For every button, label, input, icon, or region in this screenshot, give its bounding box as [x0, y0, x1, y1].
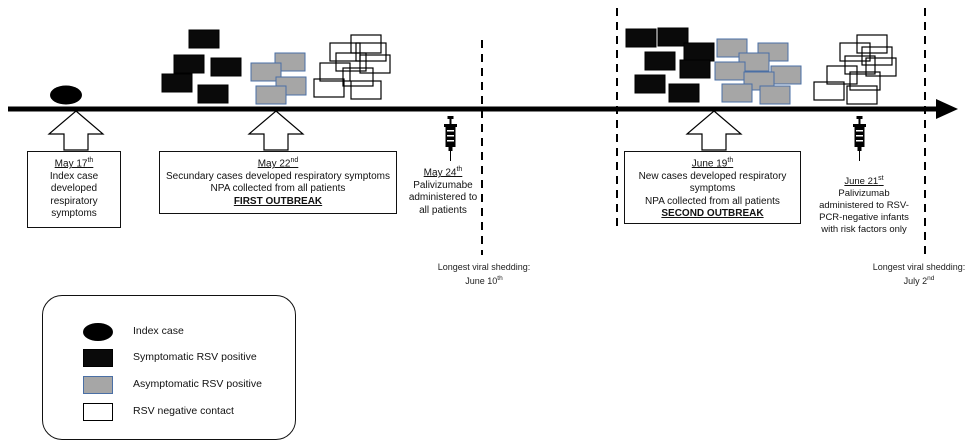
event-line: Secundary cases developed respiratory sy…: [166, 170, 390, 182]
event-line: Index case: [49, 170, 99, 182]
event-line: symptoms: [51, 208, 97, 220]
event-line: symptoms: [689, 183, 736, 195]
asymptomatic-legend-symbol: [83, 376, 113, 394]
first-outbreak-negative-group: [313, 34, 391, 100]
event-text-june21: June 21st Palivizumab administered to RS…: [812, 173, 916, 236]
syringe-icon: [853, 116, 866, 161]
shedding-date: July 2nd: [903, 275, 935, 286]
event-line: developed: [50, 183, 98, 195]
legend-label-negative: RSV negative contact: [133, 405, 234, 417]
event-date: May 22nd: [257, 157, 299, 170]
event-date: May 17th: [54, 157, 94, 170]
first-outbreak-label: FIRST OUTBREAK: [233, 195, 323, 207]
second-outbreak-negative-group: [813, 34, 897, 105]
second-outbreak-symptomatic-group: [625, 27, 715, 103]
shedding-label: Longest viral shedding:: [872, 262, 966, 272]
event-line: with risk factors only: [821, 224, 907, 236]
event-line: administered to: [408, 192, 478, 204]
shedding-caption-june10: Longest viral shedding: June 10th: [428, 262, 540, 287]
first-outbreak-asymptomatic-group: [250, 52, 307, 105]
event-line: all patients: [419, 204, 467, 216]
event-line: NPA collected from all patients: [210, 183, 346, 195]
up-arrow-may22: [247, 110, 305, 151]
event-line: NPA collected from all patients: [645, 195, 780, 207]
event-text-may24: May 24th Palivizumabe administered to al…: [404, 164, 482, 217]
legend-label-symptomatic: Symptomatic RSV positive: [133, 351, 257, 363]
syringe-icon: [444, 116, 457, 161]
shedding-date: June 10th: [465, 275, 503, 286]
shedding-label: Longest viral shedding:: [437, 262, 531, 272]
index-case-ellipse: [50, 85, 82, 105]
event-box-may22: [159, 151, 397, 214]
event-line: New cases developed respiratory: [638, 170, 787, 182]
second-outbreak-asymptomatic-group: [714, 38, 802, 105]
event-date: June 21st: [844, 175, 884, 188]
event-line: PCR-negative infants: [819, 212, 909, 224]
event-line: Palivizumabe: [413, 179, 473, 191]
event-line: administered to RSV-: [819, 200, 909, 212]
up-arrow-june19: [685, 110, 743, 151]
shedding-caption-july2: Longest viral shedding: July 2nd: [866, 262, 972, 287]
event-line: Palivizumab: [838, 188, 890, 200]
legend-label-index-case: Index case: [133, 325, 184, 337]
negative-legend-symbol: [83, 403, 113, 421]
event-box-june19: [624, 151, 801, 224]
up-arrow-may17: [47, 110, 105, 151]
event-text-may17: May 17th Index case developed respirator…: [27, 155, 121, 221]
timeline-arrowhead: [936, 99, 958, 119]
event-date: June 19th: [691, 157, 734, 170]
event-text-may22: May 22nd Secundary cases developed respi…: [159, 155, 397, 208]
symptomatic-legend-symbol: [83, 349, 113, 367]
event-line: respiratory: [50, 195, 98, 207]
legend: Index case Symptomatic RSV positive Asym…: [42, 295, 296, 440]
first-outbreak-symptomatic-group: [161, 29, 242, 104]
second-outbreak-label: SECOND OUTBREAK: [661, 208, 764, 220]
event-date: May 24th: [423, 166, 463, 179]
event-box-may17: [27, 151, 121, 228]
event-text-june19: June 19th New cases developed respirator…: [624, 155, 801, 221]
index-case-legend-symbol: [83, 323, 113, 341]
legend-label-asymptomatic: Asymptomatic RSV positive: [133, 378, 262, 390]
